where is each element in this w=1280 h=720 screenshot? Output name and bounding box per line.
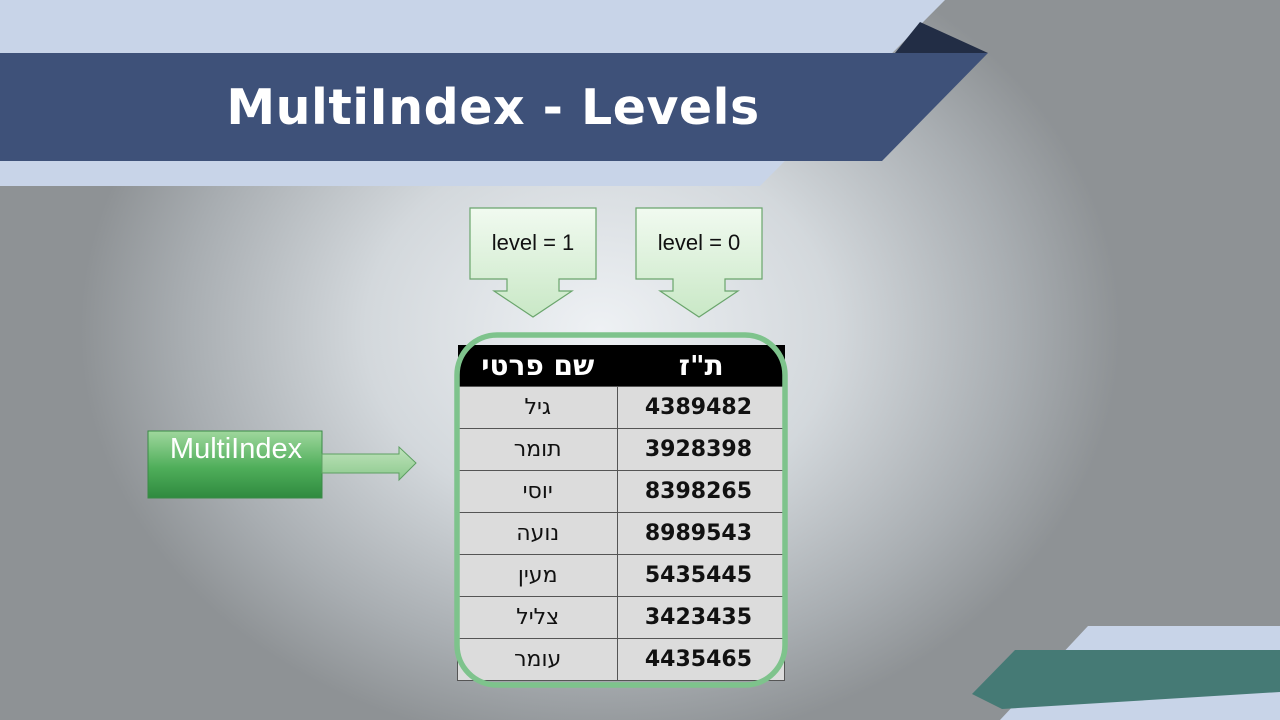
first-name-cell: צליל — [456, 596, 619, 639]
teal-band — [972, 650, 1280, 709]
first-name-cell: תומר — [456, 428, 619, 471]
multiindex-arrow — [321, 445, 417, 482]
level1-callout-shape — [469, 207, 597, 318]
first-name-cell: נועה — [456, 512, 619, 555]
header-id: ת"ז — [617, 345, 785, 387]
multiindex-callout-label: MultiIndex — [169, 432, 303, 465]
id-cell: 4389482 — [617, 386, 785, 429]
first-name-cell: מעין — [456, 554, 619, 597]
header-first-name: שם פרטי — [457, 345, 618, 387]
slide-title: MultiIndex - Levels — [226, 78, 760, 136]
first-name-cell: עומר — [456, 638, 619, 681]
title-band — [0, 53, 988, 161]
dark-accent-triangle — [895, 22, 988, 53]
level1-callout-label: level = 1 — [491, 230, 575, 255]
table-header-row: שם פרטי ת"ז — [457, 345, 785, 387]
id-cell: 8989543 — [617, 512, 785, 555]
id-cell: 8398265 — [617, 470, 785, 513]
first-name-cell: יוסי — [456, 470, 619, 513]
level0-callout-shape — [635, 207, 763, 318]
id-cell: 3928398 — [617, 428, 785, 471]
id-cell: 5435445 — [617, 554, 785, 597]
id-cell: 4435465 — [617, 638, 785, 681]
first-name-cell: גיל — [456, 386, 619, 429]
id-cell: 3423435 — [617, 596, 785, 639]
multiindex-callout-shape — [147, 430, 323, 499]
level0-callout-label: level = 0 — [657, 230, 741, 255]
